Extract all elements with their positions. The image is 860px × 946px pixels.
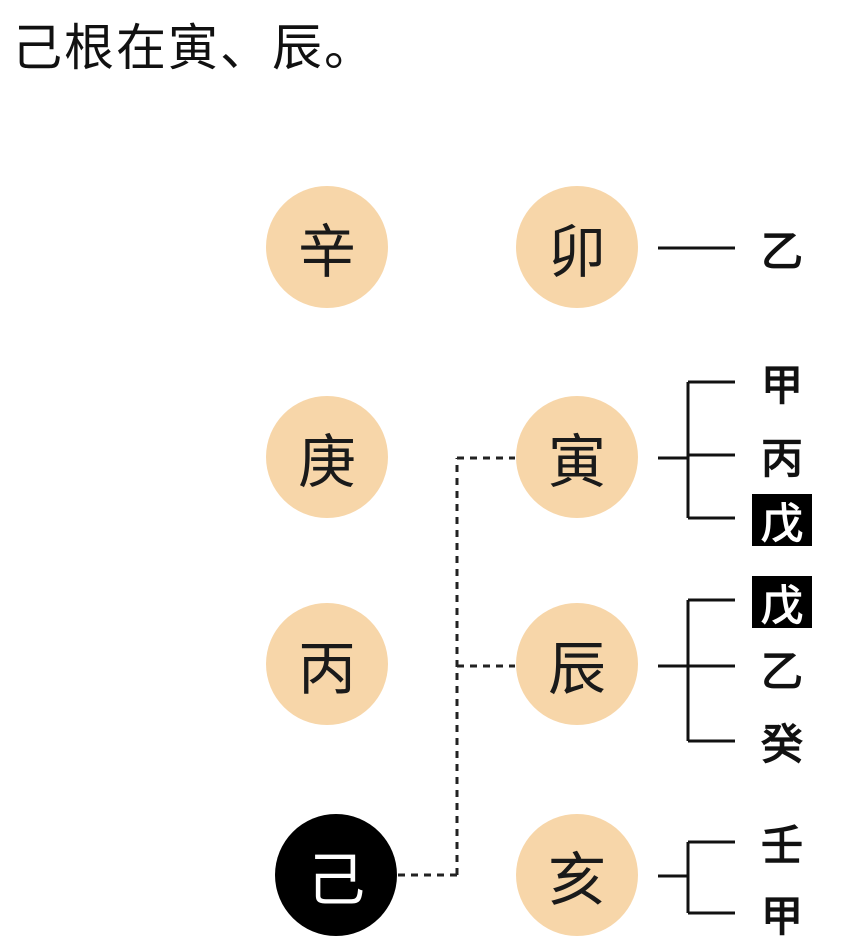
stem-node-bing: 丙 <box>266 603 388 725</box>
stem-node-xin: 辛 <box>266 186 388 308</box>
hidden-stem-hai-1: 壬 <box>760 820 803 870</box>
branch-node-chen: 辰 <box>516 603 638 725</box>
hidden-stem-chen-1: 戊 <box>752 576 812 630</box>
page-title: 己根在寅、辰。 <box>12 19 376 77</box>
root-connector <box>398 456 515 877</box>
hidden-stem-yin-2: 丙 <box>760 433 803 483</box>
branch-node-yin: 寅 <box>516 396 638 518</box>
branch-node-mao: 卯 <box>516 186 638 308</box>
hidden-stem-chen-2: 乙 <box>760 646 803 696</box>
hidden-stem-chen-3: 癸 <box>760 719 803 769</box>
hidden-stem-yin-3: 戊 <box>752 494 812 548</box>
hidden-stem-lines <box>658 246 735 915</box>
branch-node-hai: 亥 <box>516 814 638 936</box>
stem-node-geng: 庚 <box>266 396 388 518</box>
stem-node-ji: 己 <box>275 814 397 936</box>
hidden-stem-yin-1: 甲 <box>760 360 803 410</box>
hidden-stem-hai-2: 甲 <box>760 891 803 941</box>
hidden-stem-mao-1: 乙 <box>760 226 803 276</box>
